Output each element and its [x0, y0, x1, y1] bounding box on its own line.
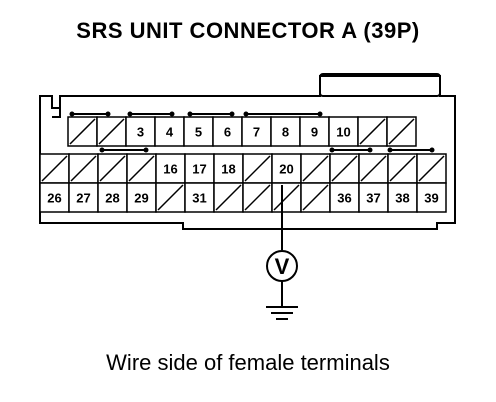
empty-terminal-slash	[157, 184, 184, 211]
voltmeter-symbol: V	[275, 254, 290, 279]
terminal-number: 26	[47, 191, 61, 206]
terminal-number: 38	[395, 191, 409, 206]
terminal-number: 20	[279, 162, 293, 177]
connector-lock-tab	[319, 73, 441, 97]
empty-terminal-slash	[359, 118, 386, 145]
empty-terminal-slash	[388, 118, 415, 145]
ground-icon	[266, 306, 298, 320]
terminal-number: 3	[137, 125, 144, 140]
empty-terminal-slash	[69, 118, 96, 145]
empty-terminal-slash	[302, 184, 329, 211]
terminal-cell	[329, 182, 360, 213]
terminal-number: 27	[76, 191, 90, 206]
empty-terminal-slash	[360, 155, 387, 182]
diagram-caption: Wire side of female terminals	[106, 350, 390, 375]
terminal-number: 9	[311, 125, 318, 140]
terminal-cell	[155, 153, 186, 184]
terminal-number: 8	[282, 125, 289, 140]
lock-bar-end	[317, 111, 323, 117]
terminal-number: 36	[337, 191, 351, 206]
terminal-number: 5	[195, 125, 202, 140]
terminal-number: 7	[253, 125, 260, 140]
terminal-cell	[183, 116, 214, 147]
lock-bar-end	[243, 111, 249, 117]
terminal-number: 28	[105, 191, 119, 206]
lock-bar-end	[169, 111, 175, 117]
lock-bar-end	[187, 111, 193, 117]
empty-terminal-slash	[389, 155, 416, 182]
empty-terminal-slash	[41, 155, 68, 182]
lock-bar-end	[367, 147, 373, 153]
empty-terminal-slash	[70, 155, 97, 182]
terminal-cell	[39, 182, 70, 213]
lock-bar-end	[229, 111, 235, 117]
terminal-cell	[416, 182, 447, 213]
lock-bar-end	[99, 147, 105, 153]
terminal-cell	[299, 116, 330, 147]
terminal-lock-bars	[69, 111, 435, 153]
terminal-number: 6	[224, 125, 231, 140]
terminal-number: 10	[336, 125, 350, 140]
empty-terminal-slash	[331, 155, 358, 182]
terminal-cell	[271, 153, 302, 184]
terminal-cell	[358, 182, 389, 213]
terminal-cell	[184, 182, 215, 213]
empty-terminal-slash	[244, 184, 271, 211]
empty-terminal-slash	[128, 155, 155, 182]
diagram-title: SRS UNIT CONNECTOR A (39P)	[76, 18, 420, 43]
empty-terminal-slash	[98, 118, 125, 145]
terminal-number: 31	[192, 191, 206, 206]
lock-bar-end	[143, 147, 149, 153]
terminal-cell	[125, 116, 156, 147]
terminal-number: 16	[163, 162, 177, 177]
terminal-number: 39	[424, 191, 438, 206]
lock-bar-end	[429, 147, 435, 153]
terminal-cell	[213, 153, 244, 184]
terminal-cell	[97, 182, 128, 213]
empty-terminal-slash	[302, 155, 329, 182]
lock-bar-end	[105, 111, 111, 117]
lock-bar-end	[69, 111, 75, 117]
terminal-number: 4	[166, 125, 174, 140]
terminal-cell	[328, 116, 359, 147]
terminal-cell	[387, 182, 418, 213]
lock-bar-end	[387, 147, 393, 153]
voltmeter-probe	[266, 185, 298, 320]
empty-terminal-slash	[273, 184, 300, 211]
empty-terminal-slash	[215, 184, 242, 211]
empty-terminal-slash	[99, 155, 126, 182]
terminal-number: 37	[366, 191, 380, 206]
terminal-number: 17	[192, 162, 206, 177]
terminal-number: 18	[221, 162, 235, 177]
connector-inner-step	[52, 106, 61, 118]
lock-bar-end	[329, 147, 335, 153]
lock-bar-end	[127, 111, 133, 117]
connector-body	[39, 73, 456, 230]
terminal-number: 29	[134, 191, 148, 206]
empty-terminal-slash	[244, 155, 271, 182]
empty-terminal-slash	[418, 155, 445, 182]
